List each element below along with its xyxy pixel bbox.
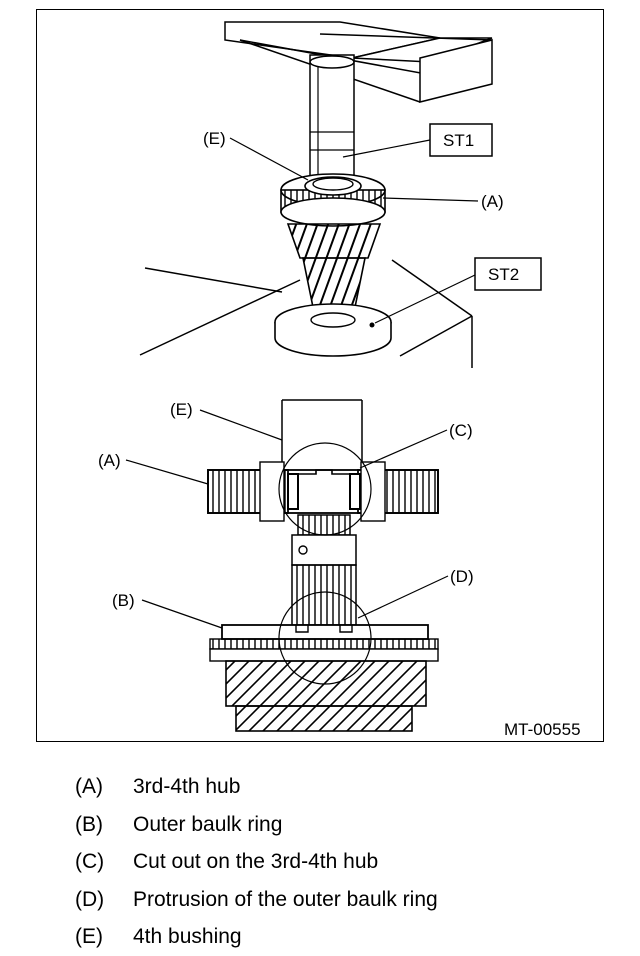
legend: (A) 3rd-4th hub (B) Outer baulk ring (C) Cu…	[75, 768, 438, 956]
legend-text: 3rd-4th hub	[133, 775, 241, 798]
bushing-section	[281, 399, 363, 468]
baulk-ring-section	[209, 624, 439, 732]
figure-frame	[36, 9, 604, 742]
label-bottom-c: (C)	[449, 421, 473, 440]
label-top-e: (E)	[203, 129, 226, 148]
callout-bottom-b: (B)	[112, 591, 223, 629]
callout-bottom-c: (C)	[359, 421, 473, 469]
hub-section	[207, 461, 439, 522]
legend-key: (C)	[75, 850, 105, 873]
label-bottom-d: (D)	[450, 567, 474, 586]
st1-tool	[309, 54, 355, 191]
legend-key: (D)	[75, 887, 105, 911]
callout-st2: ST2	[374, 257, 542, 324]
figure-code: MT-00555	[504, 720, 581, 739]
callout-bottom-e: (E)	[170, 400, 283, 441]
press-arm	[224, 21, 493, 103]
legend-item: (E) 4th bushing	[75, 918, 438, 956]
legend-item: (C) Cut out on the 3rd-4th hub	[75, 843, 438, 881]
callout-st1: ST1	[342, 123, 493, 158]
gear-assembly	[274, 173, 392, 357]
label-st1: ST1	[443, 131, 474, 150]
legend-key: (E)	[75, 925, 103, 948]
legend-item: (B) Outer baulk ring	[75, 806, 438, 844]
detail-circle-c	[278, 442, 372, 536]
shaft-section	[291, 514, 357, 626]
legend-text: Cut out on the 3rd-4th hub	[133, 850, 379, 873]
label-bottom-a: (A)	[98, 451, 121, 470]
detail-circle-d	[278, 591, 372, 685]
legend-key: (B)	[75, 812, 103, 836]
label-st2: ST2	[488, 265, 519, 284]
callout-bottom-a: (A)	[98, 451, 209, 485]
callout-bottom-d: (D)	[357, 567, 474, 619]
callout-top-a: (A)	[382, 192, 504, 211]
legend-item: (D) Protrusion of the outer baulk ring	[75, 881, 438, 919]
legend-text: Outer baulk ring	[133, 812, 283, 836]
legend-text: Protrusion of the outer baulk ring	[133, 887, 438, 911]
callout-top-e: (E)	[203, 129, 309, 181]
press-table	[139, 259, 473, 368]
legend-text: 4th bushing	[133, 925, 242, 948]
label-top-a: (A)	[481, 192, 504, 211]
legend-key: (A)	[75, 775, 103, 798]
label-bottom-e: (E)	[170, 400, 193, 419]
legend-item: (A) 3rd-4th hub	[75, 768, 438, 806]
label-bottom-b: (B)	[112, 591, 135, 610]
